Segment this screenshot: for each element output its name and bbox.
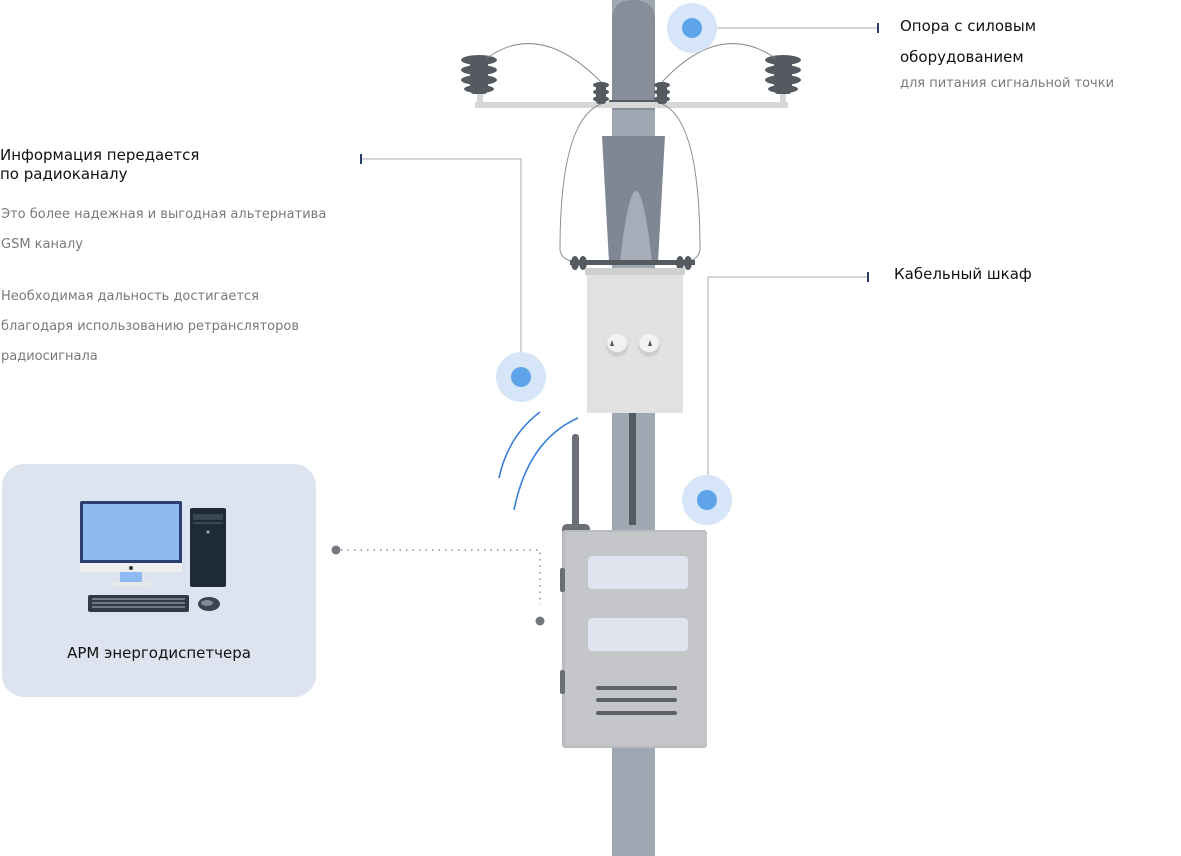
- radio-paragraph-1-line-2: GSM каналу: [1, 237, 83, 252]
- power-pole-description: для питания сигнальной точки: [900, 76, 1115, 91]
- radio-title: Информация передается по радиоканалу: [0, 146, 199, 184]
- workstation-label: АРМ энергодиспетчера: [67, 644, 251, 662]
- cable-cabinet: [585, 268, 685, 413]
- radio-paragraph-2-line-3: радиосигнала: [1, 349, 98, 364]
- monitor-icon: [80, 501, 182, 586]
- radio-paragraph-1: Это более надежная и выгодная альтернати…: [1, 200, 326, 260]
- radio-paragraph-2-line-2: благодаря использованию ретрансляторов: [1, 319, 299, 334]
- insulator-icon: [593, 82, 609, 104]
- marker-radio[interactable]: [496, 352, 546, 402]
- signal-waves: [498, 411, 579, 511]
- radio-paragraph-2: Необходимая дальность достигается благод…: [1, 282, 299, 372]
- insulator-icon: [765, 55, 801, 94]
- power-pole-title: Опора с силовым оборудованием: [900, 11, 1036, 73]
- power-pole-title-line-2: оборудованием: [900, 48, 1024, 66]
- insulator-icon: [654, 82, 670, 104]
- cabinet-title: Кабельный шкаф: [894, 265, 1032, 283]
- keyboard-icon: [88, 595, 189, 612]
- radio-device: [560, 530, 707, 748]
- lower-crossbar: [570, 256, 695, 270]
- mouse-icon: [198, 597, 220, 611]
- crossarm: [475, 90, 788, 108]
- insulator-icon: [461, 55, 497, 94]
- pc-tower-icon: [190, 508, 226, 587]
- antenna-icon: [562, 434, 590, 536]
- cable-conduit: [629, 413, 636, 525]
- marker-power-pole[interactable]: [667, 3, 717, 53]
- workstation-illustration: [80, 501, 226, 612]
- dotted-connector: [331, 545, 545, 626]
- leader-lines: [361, 27, 879, 484]
- radio-title-line-1: Информация передается: [0, 146, 200, 164]
- leader-ticks: [360, 23, 879, 282]
- radio-paragraph-2-line-1: Необходимая дальность достигается: [1, 289, 259, 304]
- power-pole-title-line-1: Опора с силовым: [900, 17, 1037, 35]
- marker-cabinet[interactable]: [682, 475, 732, 525]
- radio-paragraph-1-line-1: Это более надежная и выгодная альтернати…: [1, 207, 327, 222]
- workstation-card[interactable]: АРМ энергодиспетчера: [2, 464, 316, 697]
- radio-title-line-2: по радиоканалу: [0, 165, 128, 183]
